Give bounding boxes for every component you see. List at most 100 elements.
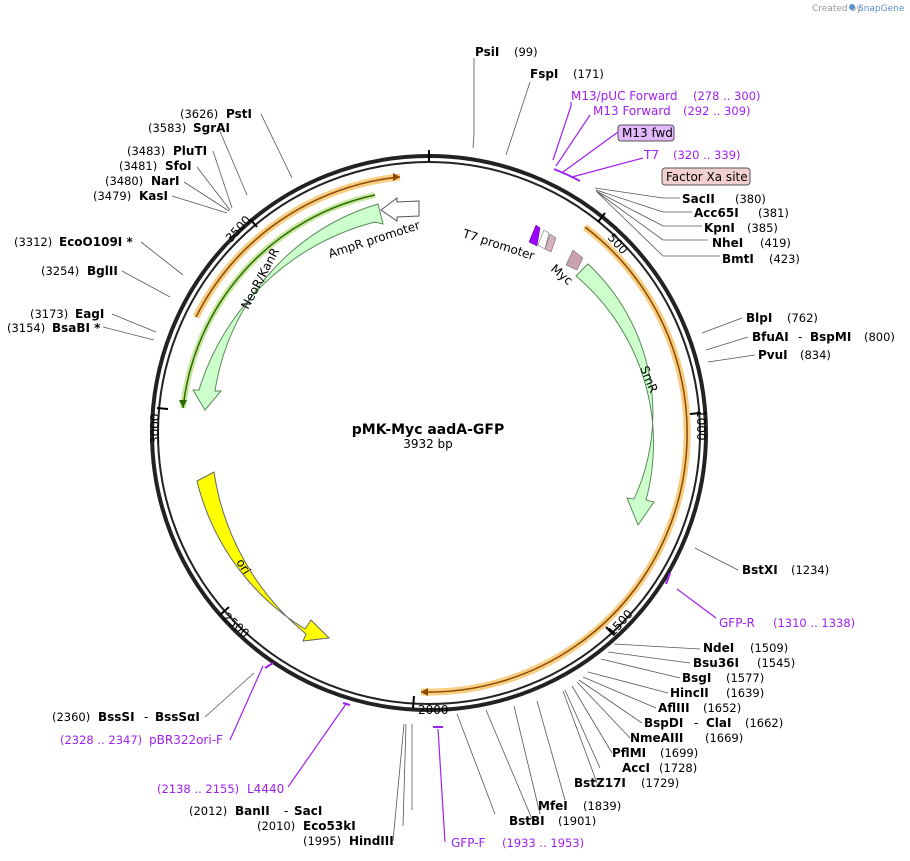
svg-text:(3480): (3480) [105,174,143,188]
svg-text:EcoO109I *: EcoO109I * [59,235,133,249]
primer-gfpF[interactable]: GFP-F (1933 .. 1953) [451,836,584,850]
svg-text:(1310 .. 1338): (1310 .. 1338) [773,616,855,630]
svg-text:(1577): (1577) [726,671,764,685]
svg-text:BstZ17I: BstZ17I [574,776,626,790]
feature-factorxa[interactable]: Factor Xa site [661,167,751,186]
svg-text:(2012): (2012) [189,804,227,818]
primer-t7[interactable]: T7 (320 .. 339) [643,148,741,162]
enzyme-ndeI[interactable]: NdeI (1509) [703,641,788,655]
enzyme-pluTI[interactable]: (3483) PluTI [127,144,207,158]
enzyme-bsgI[interactable]: BsgI (1577) [682,671,764,685]
svg-text:PvuI: PvuI [758,348,788,362]
tick-2000: 2000 [418,703,449,717]
svg-text:-: - [284,804,288,818]
svg-text:NheI: NheI [712,236,743,250]
svg-text:KpnI: KpnI [704,221,735,235]
svg-text:T7: T7 [643,148,659,162]
svg-text:PflMI: PflMI [612,746,646,760]
enzyme-pstI[interactable]: (3626) PstI [180,107,252,121]
enzyme-sacII[interactable]: SacII (380) [682,192,766,206]
svg-text:MfeI: MfeI [538,799,568,813]
svg-text:(2138 .. 2155): (2138 .. 2155) [157,782,239,796]
svg-text:Bsu36I: Bsu36I [693,656,739,670]
enzyme-sfoI[interactable]: (3481) SfoI [119,159,192,173]
primer-m13fwd-box[interactable]: M13 fwd [617,124,675,142]
svg-text:BmtI: BmtI [722,252,754,266]
svg-text:ClaI: ClaI [706,716,731,730]
svg-text:Factor Xa site: Factor Xa site [666,170,748,184]
enzyme-nheI[interactable]: NheI (419) [712,236,791,250]
primer-l4440[interactable]: (2138 .. 2155) L4440 [157,782,284,796]
svg-text:PluTI: PluTI [173,144,207,158]
enzyme-bssSI[interactable]: (2360) BssSI - BssSαI [52,710,200,724]
primer-m13fwd-long[interactable]: M13 Forward (292 .. 309) [593,104,751,118]
enzyme-hincII[interactable]: HincII (1639) [670,686,764,700]
svg-text:PsiI: PsiI [475,45,499,59]
svg-text:BssSI: BssSI [98,710,135,724]
smr-feature [575,263,655,527]
svg-text:(3173): (3173) [30,307,68,321]
svg-text:(762): (762) [787,311,818,325]
enzyme-pvuI[interactable]: PvuI (834) [758,348,831,362]
svg-text:BfuAI: BfuAI [752,330,789,344]
enzyme-bfuAI[interactable]: BfuAI - BspMI (800) [752,330,895,344]
svg-text:(800): (800) [864,330,895,344]
enzyme-acc65I[interactable]: Acc65I (381) [694,206,789,220]
enzyme-mfeI[interactable]: MfeI (1839) [538,799,621,813]
enzyme-bstZ17I[interactable]: BstZ17I (1729) [574,776,679,790]
enzyme-kpnI[interactable]: KpnI (385) [704,221,778,235]
svg-text:(1652): (1652) [703,701,741,715]
primer-pbr322ori[interactable]: (2328 .. 2347) pBR322ori-F [60,733,223,747]
svg-text:(419): (419) [760,236,791,250]
svg-text:(1545): (1545) [757,656,795,670]
primer-m13puc[interactable]: M13/pUC Forward (278 .. 300) [571,89,761,103]
enzyme-aflIII[interactable]: AflIII (1652) [658,701,741,715]
svg-text:SfoI: SfoI [165,159,192,173]
enzyme-psiI[interactable]: PsiI (99) [475,45,538,59]
svg-text:PstI: PstI [226,107,252,121]
svg-text:(1669): (1669) [705,731,743,745]
enzyme-bsaBI[interactable]: (3154) BsaBI * [7,321,101,335]
svg-text:HindIII: HindIII [349,834,394,848]
enzyme-bmtI[interactable]: BmtI (423) [722,252,800,266]
enzyme-accI[interactable]: AccI (1728) [622,761,697,775]
enzyme-bspDI[interactable]: BspDI - ClaI (1662) [644,716,783,730]
enzyme-ecoO109I[interactable]: (3312) EcoO109I * [14,235,133,249]
svg-text:(292 .. 309): (292 .. 309) [683,104,751,118]
enzyme-blpI[interactable]: BlpI (762) [746,311,818,325]
svg-text:(3483): (3483) [127,144,165,158]
svg-text:BstXI: BstXI [742,563,778,577]
plasmid-size: 3932 bp [403,437,453,451]
enzyme-kasI[interactable]: (3479) KasI [93,189,168,203]
primer-gfpR[interactable]: GFP-R (1310 .. 1338) [719,616,855,630]
svg-text:(1728): (1728) [659,761,697,775]
enzyme-narI[interactable]: (3480) NarI [105,174,180,188]
enzyme-fspI[interactable]: FspI (171) [530,67,604,81]
svg-text:(381): (381) [758,206,789,220]
svg-text:(278 .. 300): (278 .. 300) [693,89,761,103]
enzyme-banII[interactable]: (2012) BanII - SacI [189,804,322,818]
svg-text:BspMI: BspMI [810,330,851,344]
enzyme-bsu36I[interactable]: Bsu36I (1545) [693,656,795,670]
enzyme-eco53kI[interactable]: (2010) Eco53kI [257,819,356,833]
smr-label: SmR [637,364,660,395]
svg-text:Acc65I: Acc65I [694,206,739,220]
enzyme-bglII[interactable]: (3254) BglII [41,264,118,278]
svg-text:-: - [798,330,802,344]
neo-kanr-feature [192,203,384,411]
tick-2500: 2500 [220,610,252,641]
enzyme-pflMI[interactable]: PflMI (1699) [612,746,698,760]
svg-text:BsgI: BsgI [682,671,711,685]
enzyme-hindIII[interactable]: (1995) HindIII [303,834,394,848]
enzyme-bstXI[interactable]: BstXI (1234) [742,563,829,577]
svg-text:BglII: BglII [87,264,118,278]
svg-text:(2010): (2010) [257,819,295,833]
enzyme-sgrAI[interactable]: (3583) SgrAI [148,121,230,135]
svg-text:(171): (171) [573,67,604,81]
enzyme-bstBI[interactable]: BstBI (1901) [509,814,596,828]
enzyme-nmeAIII[interactable]: NmeAIII (1669) [630,731,743,745]
enzyme-eagI[interactable]: (3173) EagI [30,307,104,321]
svg-text:(423): (423) [769,252,800,266]
svg-text:(3583): (3583) [148,121,186,135]
svg-text:NmeAIII: NmeAIII [630,731,683,745]
